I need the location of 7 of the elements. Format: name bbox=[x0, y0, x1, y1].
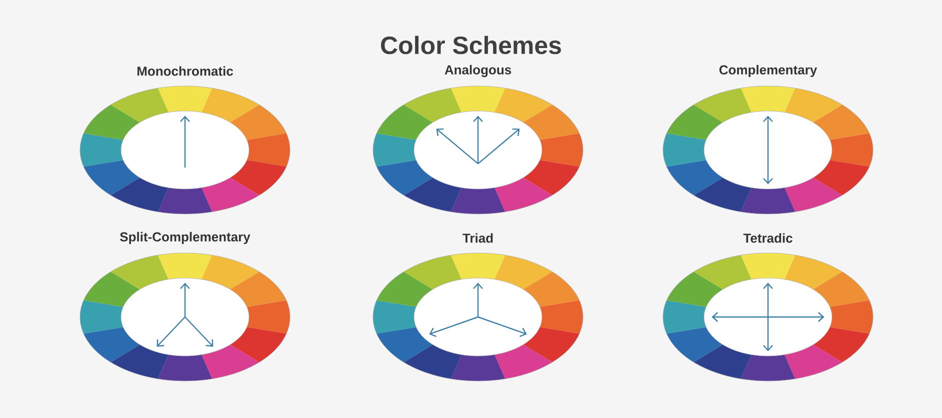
scheme-heading: Split-Complementary bbox=[120, 232, 250, 244]
scheme-heading: Triad bbox=[462, 233, 493, 243]
scheme-heading: Tetradic bbox=[743, 233, 792, 243]
title: Color Schemes bbox=[381, 36, 561, 54]
scheme-heading: Complementary bbox=[719, 64, 818, 78]
scheme-heading: Monochromatic bbox=[137, 66, 234, 76]
scheme-heading: Analogous bbox=[444, 64, 512, 78]
